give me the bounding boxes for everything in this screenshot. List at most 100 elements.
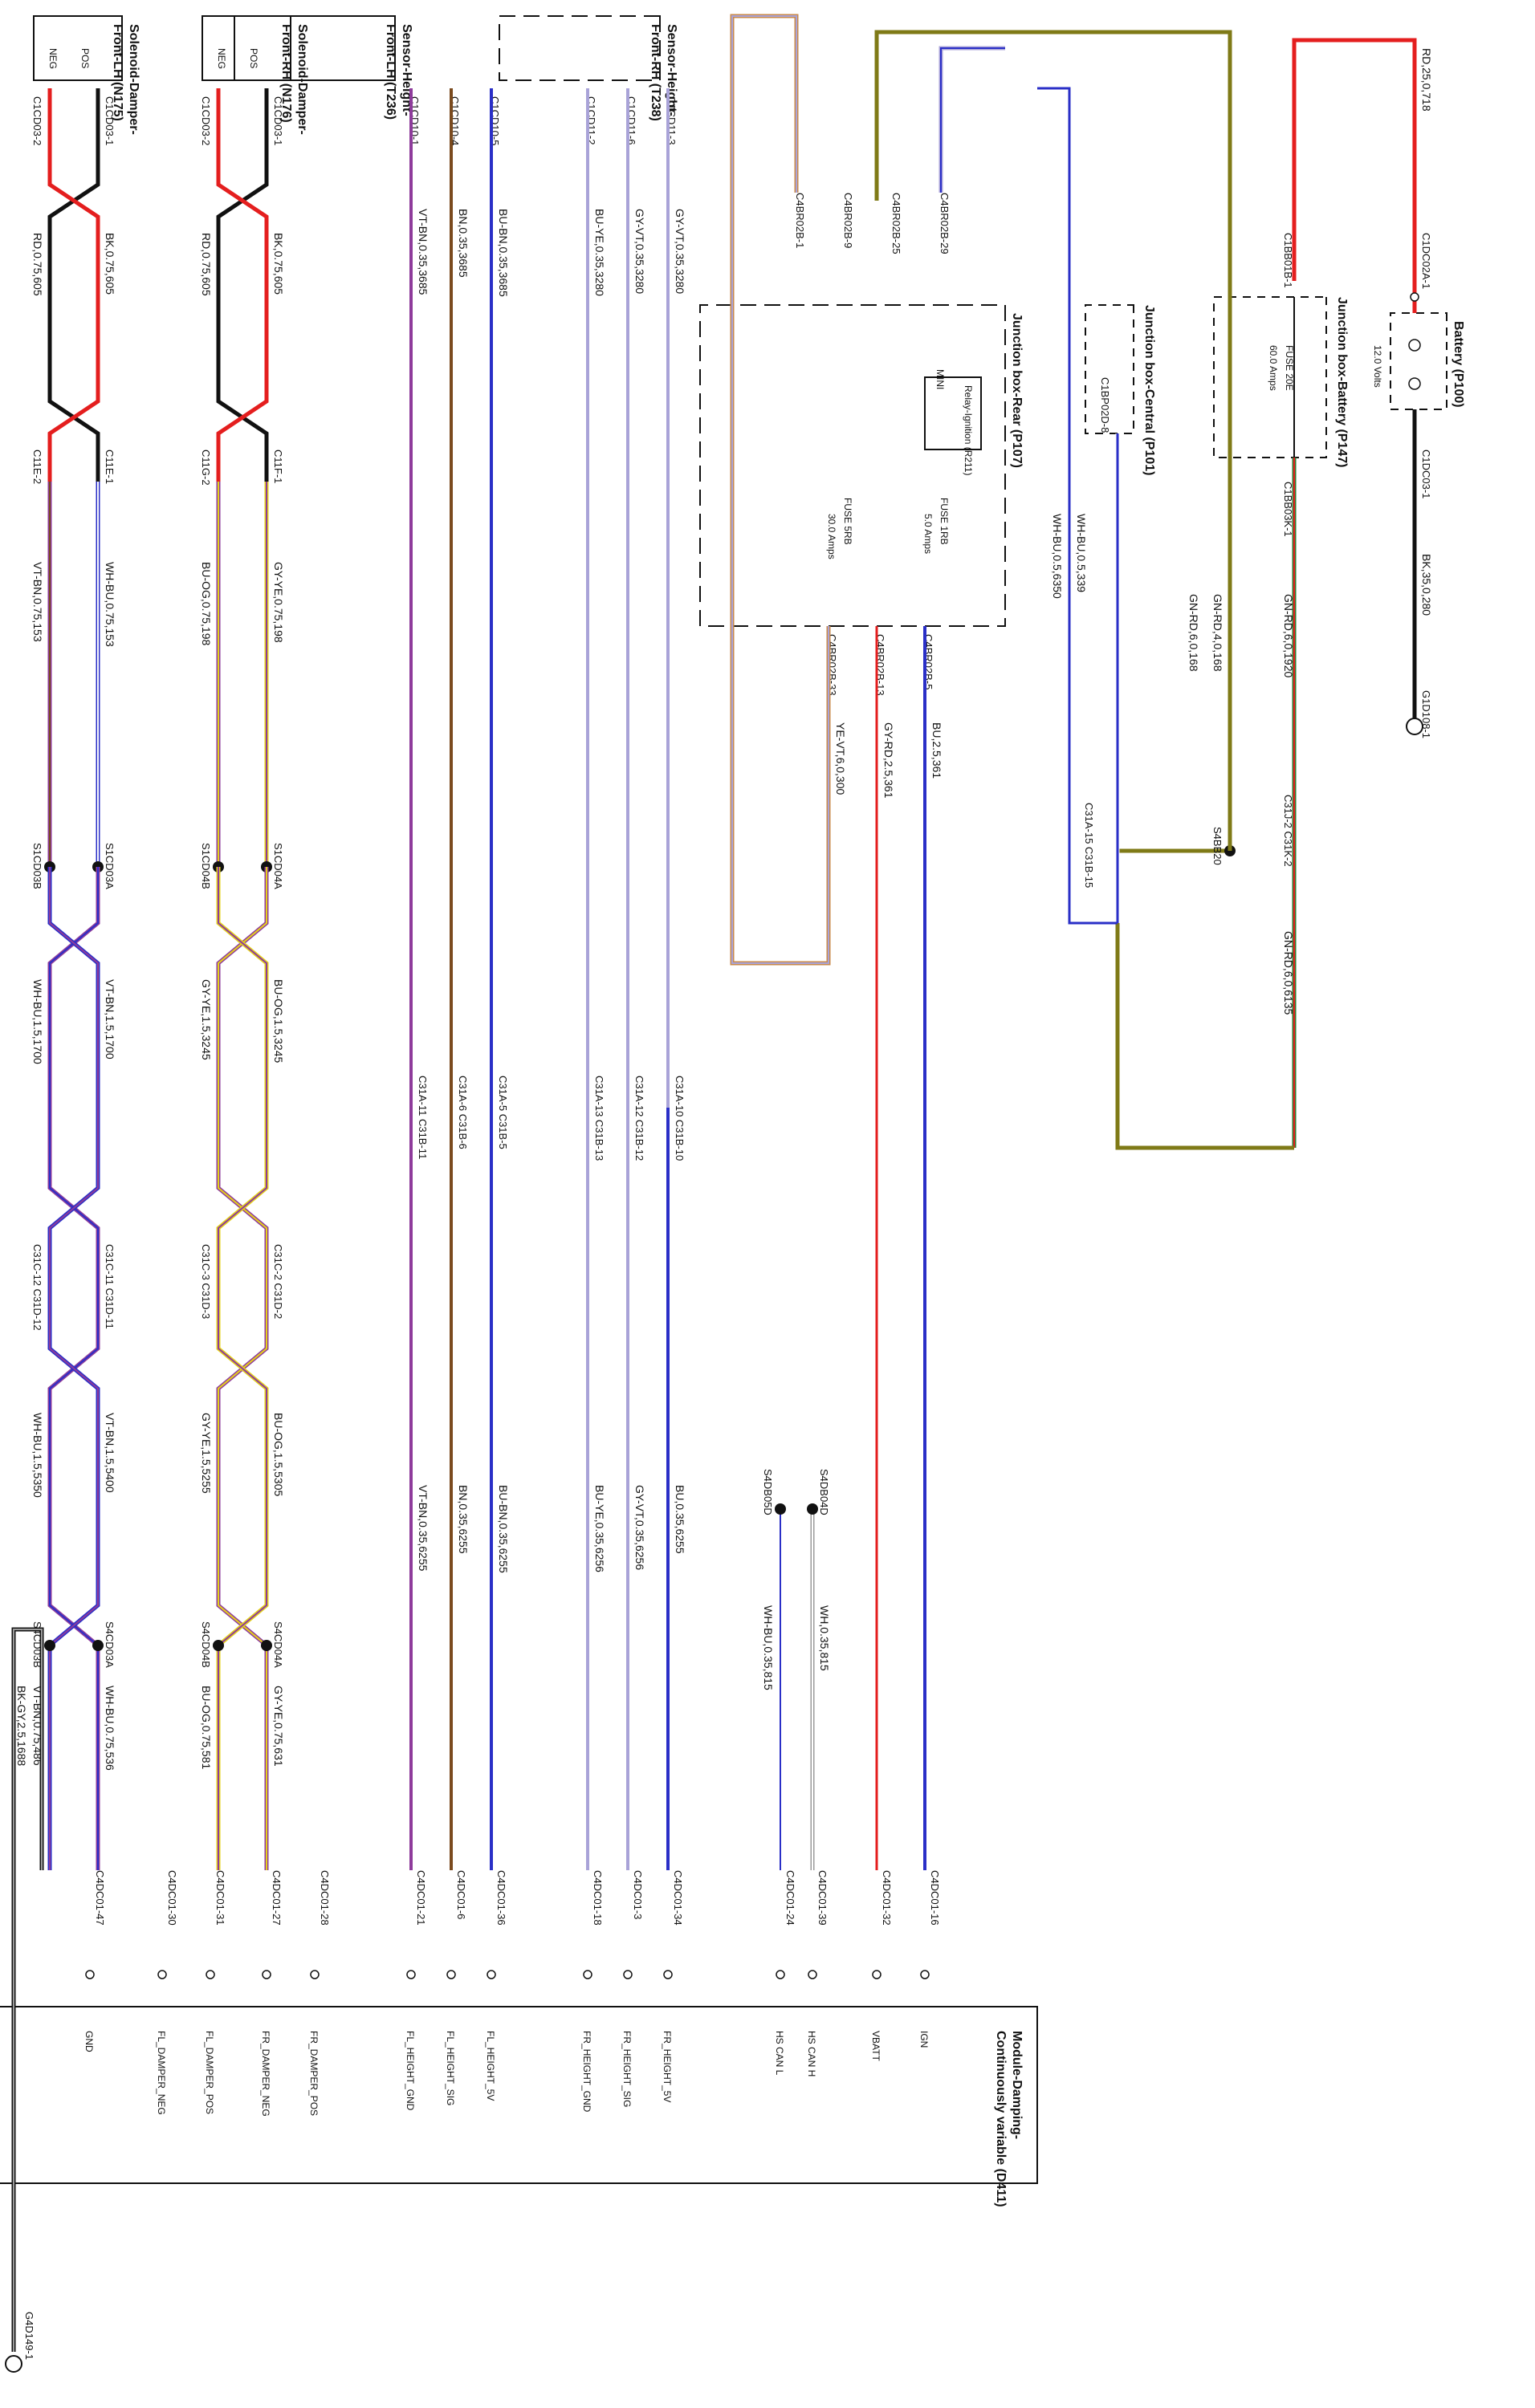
pin-c31a5: C31A-5 C31B-5 (497, 1076, 509, 1149)
pin-s1cd03b: S1CD03B (31, 843, 43, 889)
module-pin-2: C4DC01-39 (816, 1870, 829, 1926)
module-pin-dot-7 (487, 1970, 496, 1979)
module-pin-dot-13 (157, 1970, 167, 1979)
module-pin-dot-4 (663, 1970, 673, 1979)
module-signal-2: HS CAN H (806, 2031, 817, 2076)
module-pin-dot-3 (776, 1970, 785, 1979)
pin-c4br02b29: C4BR02B-29 (939, 193, 951, 254)
pin-c31j2: C31J-2 C31K-2 (1282, 795, 1294, 867)
module-pin-dot-10 (310, 1970, 320, 1979)
wl-bu361: BU,2.5,361 (930, 722, 943, 779)
pin-c31c2: C31C-2 C31D-2 (272, 1244, 284, 1319)
wl-whbu815: WH-BU,0.35,815 (762, 1605, 775, 1690)
wl-buog5305: BU-OG,1.5,5305 (272, 1413, 285, 1496)
wire-lavender-feed-stripe (940, 47, 1005, 193)
pin-g4d1491: G4D149-1 (23, 2312, 35, 2360)
pin-c4br02b1: C4BR02B-1 (794, 193, 806, 248)
module-pin-dot-6 (583, 1970, 592, 1979)
wl-bn3685: BN,0.35,3685 (457, 209, 470, 278)
wl-gyye5255: GY-YE,1.5,5255 (200, 1413, 213, 1494)
wire-label-bk35: BK,35,0,280 (1420, 554, 1433, 616)
wire-rd-605-lh (47, 88, 100, 867)
pin-c11e2: C11E-2 (31, 449, 43, 484)
wl-buog198: BU-OG,0.75,198 (200, 562, 213, 645)
pin-g1d1081: G1D108-1 (1420, 690, 1432, 738)
module-pin-dot-12 (206, 1970, 215, 1979)
battery-box (1390, 312, 1447, 410)
wl-vtbn5400: VT-BN,1.5,5400 (104, 1413, 116, 1493)
jb-battery-fuse: FUSE 20E (1284, 345, 1295, 391)
pin-c31a10: C31A-10 C31B-10 (674, 1076, 686, 1161)
pin-s4cd04a: S4CD04A (272, 1621, 284, 1668)
wire-bk-605-lh (47, 88, 100, 867)
jb-battery-amps: 60.0 Amps (1268, 345, 1279, 391)
module-pin-11: C4DC01-27 (271, 1870, 283, 1926)
jb-battery-title: Junction box-Battery (P147) (1335, 297, 1349, 467)
wl-whbu6350: WH-BU,0.5,6350 (1051, 514, 1064, 599)
module-pin-1: C4DC01-32 (881, 1870, 893, 1926)
wl-gyvt3280: GY-VT,0.35,3280 (674, 209, 686, 294)
battery-minus-icon (1408, 377, 1421, 390)
pin-c11e1: C11E-1 (104, 449, 116, 484)
wl-gyvt6256: GY-VT,0.35,6256 (633, 1485, 646, 1570)
damper-rh-t1: Solenoid-Damper- (295, 24, 309, 135)
module-pin-dot-14 (85, 1970, 95, 1979)
wl-bubn3685: BU-BN,0.35,3685 (497, 209, 510, 297)
module-pin-dot-5 (623, 1970, 633, 1979)
wl-rd605b: RD,0.75,605 (31, 233, 44, 296)
damper-rh-box (202, 15, 291, 81)
relay-box (924, 376, 982, 450)
wl-wh815: WH,0.35,815 (818, 1605, 831, 1671)
wl-vtbn153: VT-BN,0.75,153 (31, 562, 44, 642)
splice-s4cd03b (44, 1640, 55, 1651)
module-pin-14: C4DC01-47 (94, 1870, 106, 1926)
wl-gyrd361: GY-RD,2.5,361 (882, 722, 895, 799)
module-pin-dot-11 (262, 1970, 271, 1979)
pin-c31c3: C31C-3 C31D-3 (200, 1244, 212, 1319)
module-signal-14: GND (83, 2031, 95, 2052)
pin-c31c11: C31C-11 C31D-11 (104, 1244, 116, 1329)
jb-rear-relay-mini: MINI (934, 369, 946, 389)
ground-g4d149-icon (5, 2355, 22, 2373)
module-pin-13: C4DC01-30 (166, 1870, 178, 1926)
wl-bn6255: BN,0.35,6255 (457, 1485, 470, 1554)
pin-c1bb03k1: C1BB03K-1 (1282, 482, 1294, 537)
jb-rear-relay: Relay-Ignition (R211) (963, 385, 974, 476)
module-pin-dot-8 (446, 1970, 456, 1979)
module-d411-box (0, 2006, 1038, 2184)
wl-vtbn1700: VT-BN,1.5,1700 (104, 979, 116, 1060)
sensor-lh-t2: Front-LH (T236) (384, 24, 397, 120)
module-pin-dot-0 (920, 1970, 930, 1979)
pin-c31a12: C31A-12 C31B-12 (633, 1076, 645, 1161)
module-pin-dot-2 (808, 1970, 817, 1979)
jb-rear-fuse1: FUSE 1RB (939, 498, 950, 545)
battery-plus-icon (1408, 339, 1421, 352)
damper-lh-box (33, 15, 123, 81)
pin-c31a11: C31A-11 C31B-11 (417, 1076, 429, 1159)
damper-lh-t1: Solenoid-Damper- (127, 24, 140, 135)
module-pin-7: C4DC01-36 (495, 1870, 507, 1926)
pin-c31a6: C31A-6 C31B-6 (457, 1076, 469, 1149)
damper-rh-pos: POS (248, 48, 259, 68)
pin-s4bb20: S4BB20 (1211, 827, 1224, 865)
module-signal-10: FR_DAMPER_POS (308, 2031, 320, 2116)
module-signal-6: FR_HEIGHT_GND (581, 2031, 592, 2113)
splice-s4db05d (775, 1503, 786, 1515)
jb-central-title: Junction box-Central (P101) (1142, 305, 1156, 475)
wl-buye6256: BU-YE,0.35,6256 (593, 1485, 606, 1572)
pin-s1cd03a: S1CD03A (104, 843, 116, 889)
module-pin-4: C4DC01-34 (672, 1870, 684, 1926)
pin-c4br02b9: C4BR02B-9 (842, 193, 854, 248)
wl-bk605b: BK,0.75,605 (104, 233, 116, 295)
module-pin-dot-1 (872, 1970, 882, 1979)
wl-whbu5350: WH-BU,1.5,5350 (31, 1413, 44, 1498)
wire-gn-rd-168-stripe (876, 31, 1231, 851)
module-title1: Module-Damping- (1010, 2031, 1024, 2139)
pin-c1bb01b1: C1BB01B-1 (1282, 233, 1294, 288)
jb-rear-fuse2-amps: 30.0 Amps (826, 514, 837, 559)
wl-buye3280: BU-YE,0.35,3280 (593, 209, 606, 296)
wl-gyye3245: GY-YE,1.5,3245 (200, 979, 213, 1060)
wl-gyye198: GY-YE,0.75,198 (272, 562, 285, 643)
